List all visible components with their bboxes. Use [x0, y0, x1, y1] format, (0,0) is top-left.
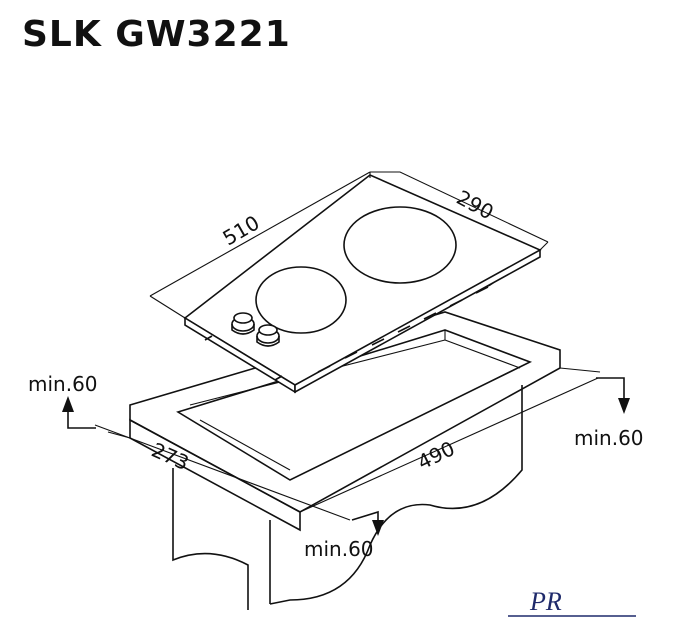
dim-label-273: 273 — [148, 438, 193, 475]
cutout-inner-side — [444, 330, 521, 369]
hob-glass-side-edge — [294, 248, 541, 394]
cooking-zone-front — [255, 266, 347, 334]
clearance-right-leader — [596, 377, 625, 398]
cutout-inner-front — [199, 419, 291, 471]
dimension-cutout-width: 490 — [299, 367, 601, 513]
arrow-up-icon — [62, 396, 74, 412]
brand-logo-text: PR — [529, 587, 562, 616]
dim-label-490: 490 — [414, 436, 459, 474]
control-knob-left — [231, 312, 255, 335]
cabinet-left-wall — [172, 468, 249, 610]
cabinet — [172, 385, 523, 610]
hob — [183, 174, 542, 394]
clearance-right-label: min.60 — [574, 426, 644, 450]
product-title: SLK GW3221 — [22, 14, 291, 55]
arrow-down-icon — [618, 398, 630, 414]
clearance-front-label: min.60 — [304, 537, 374, 561]
clearance-left-leader — [67, 412, 96, 429]
control-knob-right — [256, 324, 280, 347]
clearance-right: min.60 — [574, 377, 644, 450]
cabinet-right-wall — [269, 385, 523, 605]
cooking-zone-rear — [343, 206, 457, 284]
arrow-down-icon — [372, 520, 384, 536]
brand-logo: PR — [508, 587, 636, 617]
clearance-left-label: min.60 — [28, 372, 98, 396]
clearance-front-leader — [351, 510, 379, 521]
clearance-left: min.60 — [28, 372, 98, 429]
clearance-front: min.60 — [304, 510, 384, 561]
worktop-front — [129, 418, 301, 532]
hob-underside-marks — [204, 286, 489, 381]
